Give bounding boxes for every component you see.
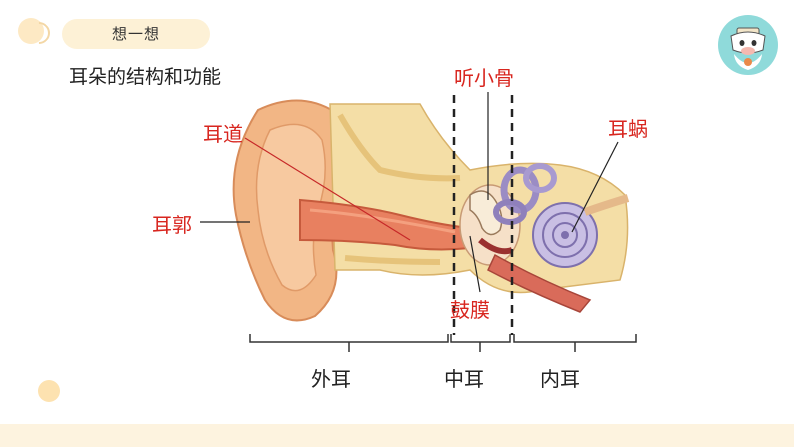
brace-inner xyxy=(513,334,637,352)
section-pill: 想一想 xyxy=(62,19,210,49)
label-cochlea: 耳蜗 xyxy=(608,117,648,141)
decor-circle-bottom xyxy=(38,380,60,402)
auditory-nerve xyxy=(583,194,630,216)
label-middle-ear: 中耳 xyxy=(444,367,484,391)
label-ear-canal: 耳道 xyxy=(203,122,243,146)
label-outer-ear: 外耳 xyxy=(311,367,351,391)
label-auricle: 耳郭 xyxy=(152,213,192,237)
brace-middle xyxy=(450,334,511,352)
page-subtitle: 耳朵的结构和功能 xyxy=(69,66,222,88)
decor-circle-top xyxy=(18,18,44,44)
pointer-ear-canal xyxy=(244,137,411,241)
label-eardrum: 鼓膜 xyxy=(450,298,490,322)
bottom-band xyxy=(0,424,794,447)
ossicles-shape xyxy=(469,190,503,236)
eustachian-tube xyxy=(487,253,592,313)
pointer-eardrum xyxy=(469,235,481,293)
label-ossicles: 听小骨 xyxy=(454,66,514,90)
label-inner-ear: 内耳 xyxy=(540,367,580,391)
semicircular-canal-3 xyxy=(493,199,527,225)
brace-outer xyxy=(249,334,449,352)
cow-mascot-icon xyxy=(718,15,778,75)
semicircular-canal-2 xyxy=(523,163,557,193)
pointer-cochlea xyxy=(571,141,619,233)
